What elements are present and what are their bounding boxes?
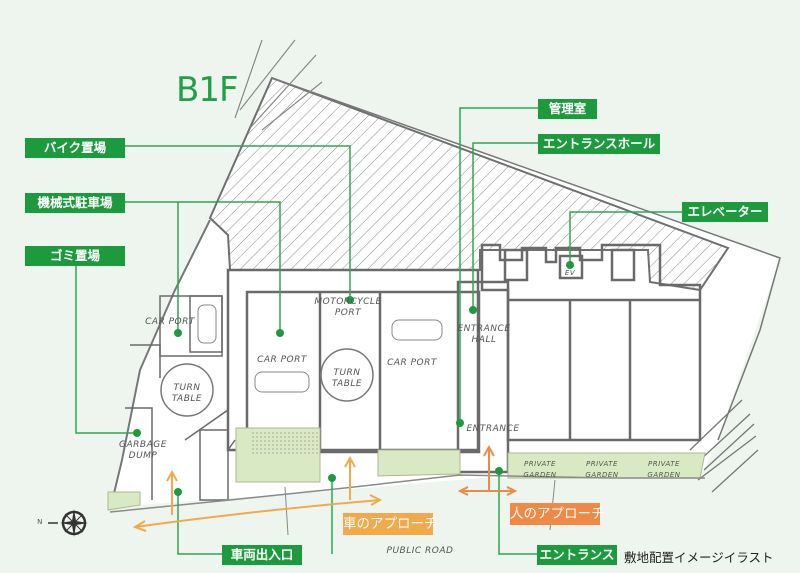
compass-rose-icon [48,509,88,537]
label-entrance-hall: ENTRANCE HALL [457,324,511,345]
callout-garbage: ゴミ置場 [25,246,125,266]
label-ev: EV [564,269,576,277]
hatched-slope-area [208,76,730,292]
label-garbage-dump: GARBAGE DUMP [119,440,167,461]
callout-management-office: 管理室 [538,99,597,119]
label-car-port: CAR PORT [387,358,437,368]
car-approach-arrow [132,455,383,532]
compass-north-label: N [37,518,43,526]
person-approach-label: 人のアプローチ [510,503,605,525]
person-approach-arrow [457,444,518,496]
label-private-garden: PRIVATE GARDEN [585,460,619,479]
caption: 敷地配置イメージイラスト [624,550,774,565]
label-public-road: PUBLIC ROAD [386,546,454,556]
callout-entrance: エントランス [537,545,617,565]
label-turn-table: TURN TABLE [331,368,363,389]
label-turn-table: TURN TABLE [171,383,203,404]
label-car-port: CAR PORT [145,317,195,327]
label-private-garden: PRIVATE GARDEN [523,460,557,479]
callout-entrance-hall: エントランスホール [538,134,660,154]
floor-label: B1F [176,70,239,110]
callout-mechanical-parking: 機械式駐車場 [25,193,125,213]
label-private-garden: PRIVATE GARDEN [647,460,681,479]
label-car-port: CAR PORT [257,355,307,365]
label-entrance: ENTRANCE [466,424,520,434]
label-motorcycle-port: MOTORCYCLE PORT [314,297,382,318]
callout-bike-parking: バイク置場 [25,138,125,158]
callout-vehicle-entrance: 車両出入口 [222,545,302,565]
callout-elevator: エレベーター [682,202,768,222]
car-approach-label: 車のアプローチ [343,513,438,535]
